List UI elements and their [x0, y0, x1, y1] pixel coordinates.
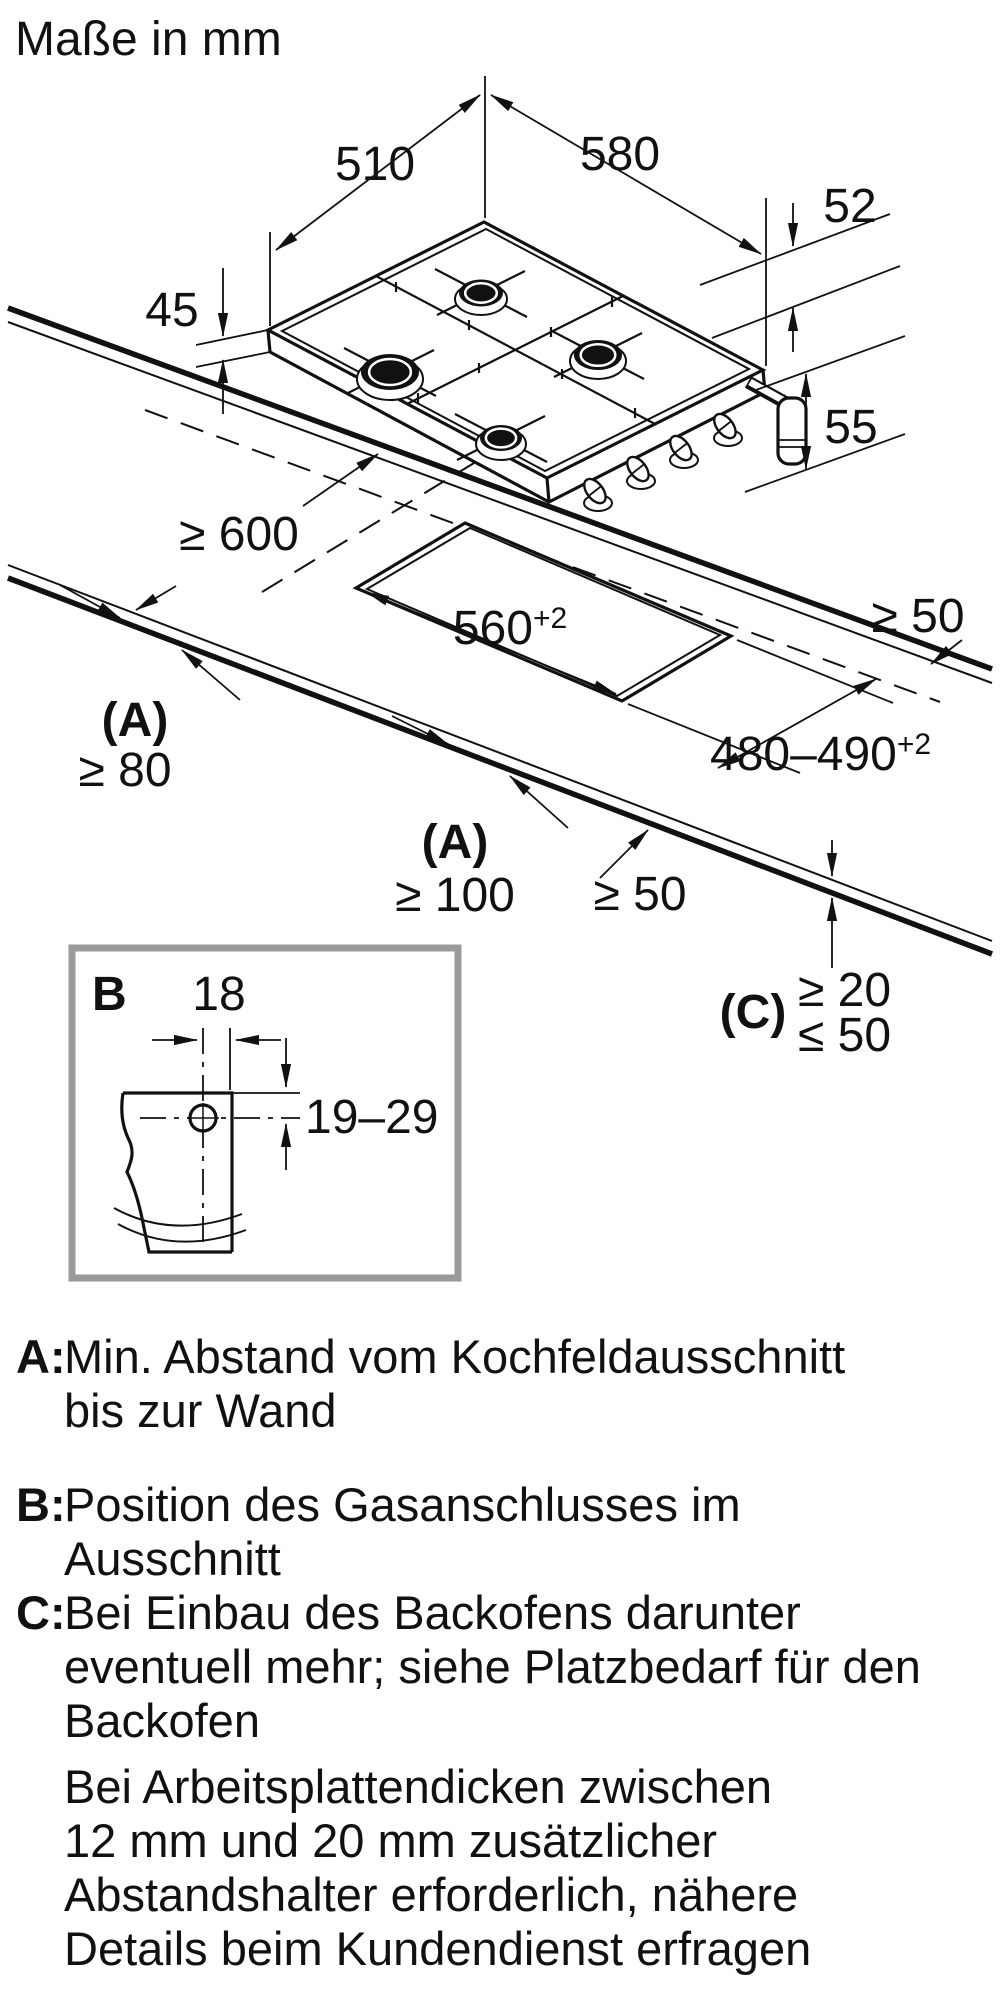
label-A-front: (A) — [422, 816, 489, 869]
wall-edge-thick — [7, 305, 993, 672]
label-C: (C) — [720, 986, 787, 1039]
break-line-2 — [117, 1223, 247, 1243]
cutout-outline-inner — [364, 526, 723, 698]
dim-label-100: ≥ 100 — [395, 869, 515, 922]
gas-connection-pipe — [744, 376, 808, 466]
detail-box-border — [68, 944, 462, 1282]
wall-edge-thin — [7, 321, 993, 684]
dim-label-c-max: ≤ 50 — [798, 1009, 891, 1062]
dim-line-510 — [275, 94, 481, 251]
burner-right — [569, 340, 627, 380]
legend-item-B: B: Position des Gasanschlusses im Aussch… — [16, 1478, 741, 1586]
break-line-1 — [113, 1207, 243, 1227]
pan-support-grid — [375, 275, 656, 425]
page-title: Maße in mm — [15, 13, 282, 66]
dim-label-480: 480–490+2 — [710, 728, 931, 781]
dim-label-18: 18 — [192, 968, 245, 1021]
dim-label-560: 560+2 — [453, 602, 567, 655]
hob-isometric-drawing — [264, 220, 808, 512]
dim-line-480 — [717, 678, 877, 769]
burner-left-large — [356, 354, 424, 401]
dim-label-50-front: ≥ 50 — [593, 868, 686, 921]
legend-item-A: A: Min. Abstand vom Kochfeldausschnitt b… — [16, 1330, 845, 1438]
burner-back — [454, 279, 508, 316]
front-edge-thin — [7, 564, 993, 942]
dim-label-80: ≥ 80 — [78, 744, 171, 797]
dim-line-560 — [365, 591, 617, 695]
dim-label-580: 580 — [580, 128, 660, 181]
legend-item-C: C: Bei Einbau des Backofens darunter eve… — [16, 1586, 921, 1748]
reference-dashed-line — [261, 462, 475, 593]
dim-label-c-min: ≥ 20 — [798, 964, 891, 1017]
front-edge-thick — [7, 575, 993, 957]
detail-label-B: B — [92, 968, 127, 1021]
dim-label-19-29: 19–29 — [305, 1091, 438, 1144]
burner-front — [475, 425, 527, 461]
dim-label-50-rear: ≥ 50 — [871, 590, 964, 643]
dim-label-510: 510 — [335, 138, 415, 191]
legend-label-C: C: — [16, 1586, 66, 1639]
diagram-canvas: 510 580 52 45 55 — [7, 76, 993, 1282]
legend-label-A: A: — [16, 1330, 66, 1383]
legend-text-B: Position des Gasanschlusses im Ausschnit… — [64, 1478, 741, 1585]
worktop-cutout-drawing: ≥ 600 ≥ 50 560+2 480–490+2 (A) ≥ 80 (A) … — [7, 305, 993, 1062]
control-knobs — [583, 412, 743, 512]
dim-label-55: 55 — [824, 401, 877, 454]
label-A-left: (A) — [102, 694, 169, 747]
legend-label-B: B: — [16, 1478, 66, 1531]
dim-label-45: 45 — [145, 284, 198, 337]
legend-text-C: Bei Einbau des Backofens darunter eventu… — [64, 1586, 921, 1747]
dim-line-580 — [490, 94, 762, 255]
dim-label-600: ≥ 600 — [179, 508, 299, 561]
hob-inner-rim — [279, 227, 752, 473]
dim-label-52: 52 — [823, 180, 876, 233]
footnote-text: Bei Arbeitsplattendicken zwischen 12 mm … — [64, 1760, 812, 1975]
legend-text-A: Min. Abstand vom Kochfeldausschnitt bis … — [64, 1330, 846, 1437]
hob-dimensions: 510 580 52 45 55 — [145, 76, 906, 493]
detail-box-b: B 18 19–29 — [68, 944, 462, 1282]
